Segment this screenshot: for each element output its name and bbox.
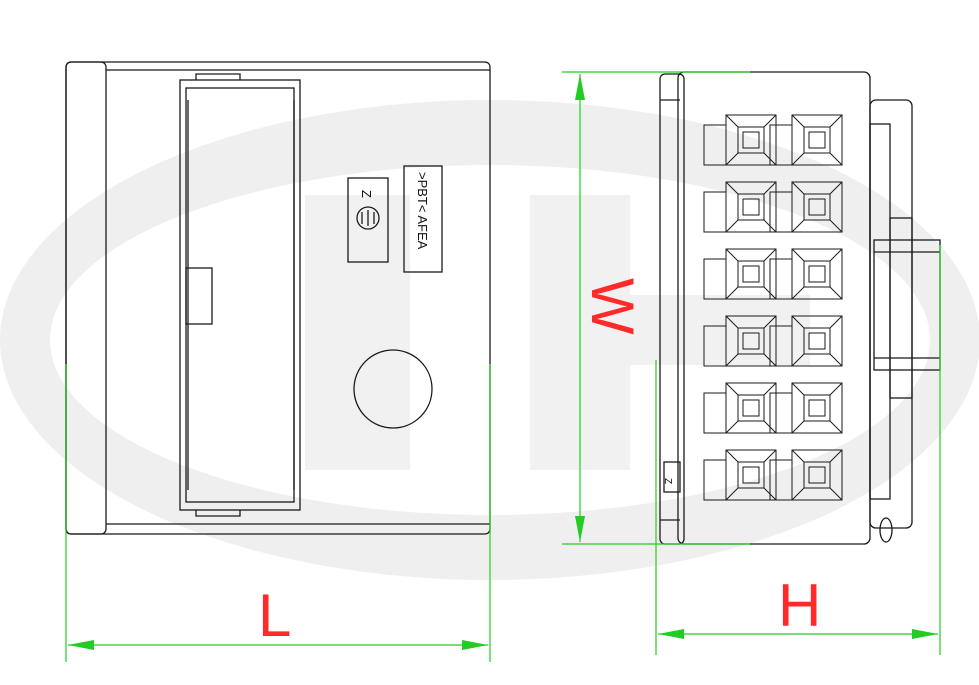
terminal-cavity [769, 114, 843, 166]
terminal-cavity-grid [703, 114, 843, 501]
terminal-cavity [769, 181, 843, 233]
terminal-cavity [769, 248, 843, 300]
terminal-cavity [703, 449, 777, 501]
terminal-cavity [703, 114, 777, 166]
dimension-label-height: H [778, 572, 821, 639]
side-view [65, 61, 491, 535]
terminal-cavity [703, 248, 777, 300]
dimension-lines [65, 71, 941, 662]
terminal-cavity [769, 449, 843, 501]
material-text: >PBT< AFEA [415, 172, 430, 250]
material-label-box [403, 165, 443, 273]
terminal-cavity [769, 382, 843, 434]
orientation-mark-front: Z [662, 478, 673, 484]
logo-mark-box [347, 177, 389, 263]
orientation-mark-side: Z [359, 190, 374, 198]
terminal-cavity [703, 181, 777, 233]
dimension-label-width: W [579, 278, 646, 335]
terminal-cavity [703, 315, 777, 367]
dimension-label-length: L [258, 582, 291, 649]
terminal-cavity [769, 315, 843, 367]
